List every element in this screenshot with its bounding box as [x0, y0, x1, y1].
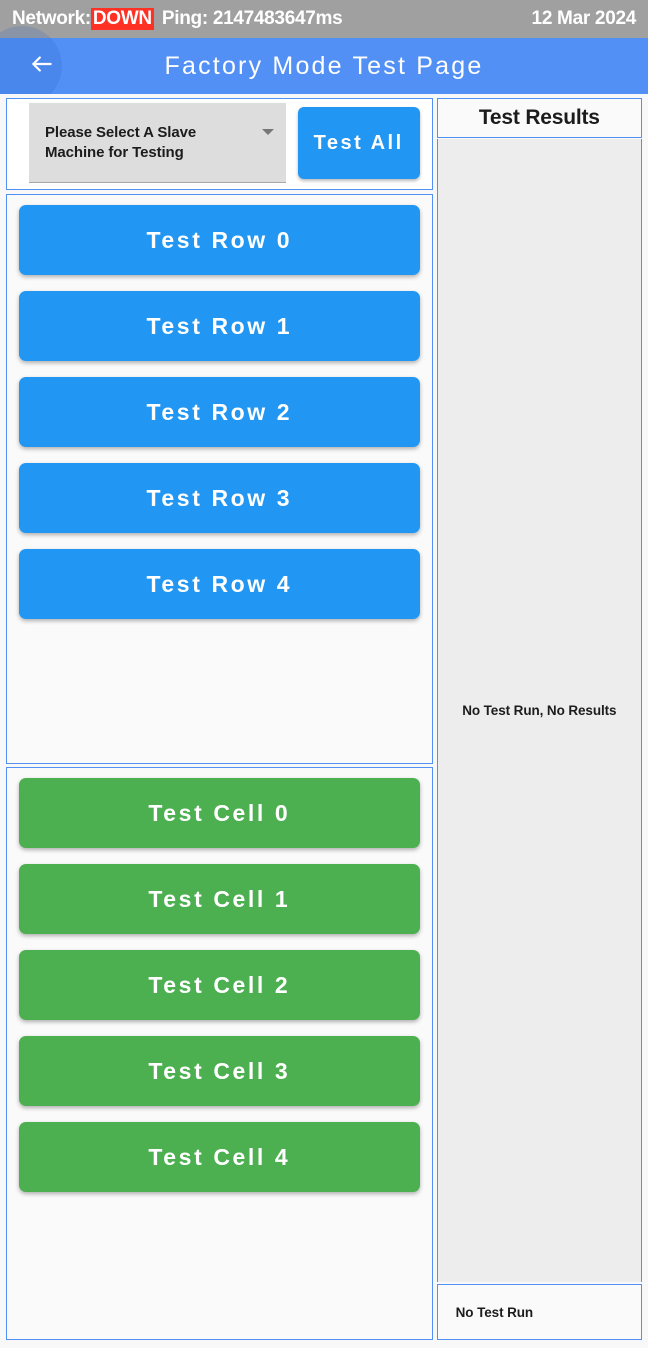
test-cell-button[interactable]: Test Cell 3: [19, 1036, 420, 1106]
ping-label: Ping: 2147483647ms: [161, 8, 343, 29]
test-row-button[interactable]: Test Row 0: [19, 205, 420, 275]
status-bar-date: 12 Mar 2024: [531, 8, 637, 29]
test-cell-button[interactable]: Test Cell 4: [19, 1122, 420, 1192]
status-bar-left: Network: DOWN Ping: 2147483647ms: [12, 8, 343, 30]
test-cell-button[interactable]: Test Cell 1: [19, 864, 420, 934]
chevron-down-icon: [261, 129, 274, 135]
test-controls-column: Please Select A Slave Machine for Testin…: [6, 98, 433, 1340]
app-bar: Factory Mode Test Page: [0, 26, 648, 106]
row-test-panel: Test Row 0 Test Row 1 Test Row 2 Test Ro…: [6, 194, 433, 764]
network-label: Network:: [12, 8, 91, 29]
cell-test-panel: Test Cell 0 Test Cell 1 Test Cell 2 Test…: [6, 767, 433, 1340]
test-row-button[interactable]: Test Row 4: [19, 549, 420, 619]
test-row-button[interactable]: Test Row 2: [19, 377, 420, 447]
arrow-left-icon: [29, 51, 55, 82]
test-cell-button[interactable]: Test Cell 0: [19, 778, 420, 848]
test-row-button[interactable]: Test Row 1: [19, 291, 420, 361]
slave-machine-dropdown[interactable]: Please Select A Slave Machine for Testin…: [29, 103, 286, 183]
back-button[interactable]: [0, 26, 84, 106]
test-cell-button[interactable]: Test Cell 2: [19, 950, 420, 1020]
status-bar: Network: DOWN Ping: 2147483647ms 12 Mar …: [0, 0, 648, 38]
test-results-header: Test Results: [436, 98, 642, 138]
test-results-footer: No Test Run: [436, 1284, 642, 1340]
test-results-empty-message: No Test Run, No Results: [462, 703, 617, 718]
test-results-column: Test Results No Test Run, No Results No …: [436, 98, 642, 1340]
test-results-body: No Test Run, No Results: [436, 139, 642, 1282]
test-row-button[interactable]: Test Row 3: [19, 463, 420, 533]
page-content: Please Select A Slave Machine for Testin…: [0, 94, 648, 1348]
page-title: Factory Mode Test Page: [164, 51, 484, 80]
back-button-ripple: [0, 26, 62, 106]
network-status-badge: DOWN: [90, 8, 154, 30]
slave-machine-dropdown-value: Please Select A Slave Machine for Testin…: [45, 123, 197, 161]
slave-machine-selector-bar: Please Select A Slave Machine for Testin…: [6, 98, 433, 190]
dropdown-underline: [29, 182, 286, 183]
test-all-button[interactable]: Test All: [297, 107, 420, 179]
